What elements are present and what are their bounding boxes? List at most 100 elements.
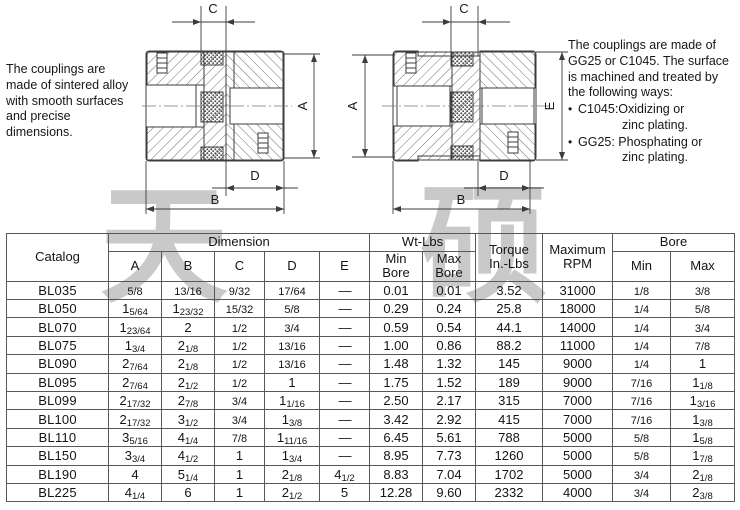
cell-dim-c: 15/32 bbox=[214, 298, 265, 319]
cell-dim-b: 6 bbox=[161, 482, 215, 503]
cell-dim-d: 111/16 bbox=[264, 427, 320, 448]
list-item-c1045: C1045:Oxidizing or zinc plating. bbox=[568, 102, 738, 134]
cell-torque: 3.52 bbox=[475, 280, 544, 300]
cell-max-rpm: 9000 bbox=[542, 372, 614, 392]
cell-bore-min: 1/4 bbox=[612, 317, 672, 337]
cell-dim-e: — bbox=[319, 317, 370, 337]
cell-dim-c: 3/4 bbox=[214, 390, 265, 411]
cell-max-rpm: 11000 bbox=[542, 335, 614, 356]
header-dimension: Dimension bbox=[108, 233, 370, 252]
cell-bore-max: 7/8 bbox=[670, 335, 736, 356]
cell-max-rpm: 5000 bbox=[542, 446, 614, 466]
bullet-c1045-tail: zinc plating. bbox=[622, 117, 689, 132]
cell-dim-d: 3/4 bbox=[264, 317, 320, 337]
cell-dim-a: 13/4 bbox=[108, 335, 162, 356]
header-bore-min: Min bbox=[612, 251, 672, 282]
list-item-gg25: GG25: Phosphating or zinc plating. bbox=[568, 135, 738, 167]
header-bore: Bore bbox=[612, 233, 736, 252]
cell-torque: 145 bbox=[475, 354, 544, 374]
cell-dim-b: 21/8 bbox=[161, 335, 215, 356]
header-dim-b: B bbox=[161, 251, 215, 282]
cell-min-bore: 0.01 bbox=[369, 280, 423, 300]
cell-min-bore: 6.45 bbox=[369, 427, 423, 448]
cell-bore-max: 23/8 bbox=[670, 482, 736, 503]
cell-max-rpm: 7000 bbox=[542, 390, 614, 411]
cell-bore-min: 3/4 bbox=[612, 464, 672, 484]
cell-dim-a: 15/64 bbox=[108, 298, 162, 319]
cell-catalog: BL190 bbox=[6, 464, 109, 484]
cell-dim-c: 1/2 bbox=[214, 372, 265, 392]
cell-max-rpm: 5000 bbox=[542, 464, 614, 484]
cell-dim-a: 4 bbox=[108, 464, 162, 484]
cell-catalog: BL035 bbox=[6, 280, 109, 300]
cell-dim-b: 13/16 bbox=[161, 280, 215, 300]
cell-max-bore: 0.54 bbox=[421, 317, 477, 337]
cell-dim-b: 21/8 bbox=[161, 354, 215, 374]
cell-dim-d: 13/4 bbox=[264, 446, 320, 466]
cell-dim-a: 217/32 bbox=[108, 390, 162, 411]
cell-torque: 2332 bbox=[475, 482, 544, 503]
cell-dim-b: 41/4 bbox=[161, 427, 215, 448]
cell-dim-c: 1 bbox=[214, 464, 265, 484]
cell-max-rpm: 14000 bbox=[542, 317, 614, 337]
cell-catalog: BL150 bbox=[6, 446, 109, 466]
cell-catalog: BL050 bbox=[6, 298, 109, 319]
cell-bore-max: 13/16 bbox=[670, 390, 736, 411]
cell-bore-max: 15/8 bbox=[670, 427, 736, 448]
cell-bore-min: 7/16 bbox=[612, 409, 672, 429]
cell-dim-b: 31/2 bbox=[161, 409, 215, 429]
cell-bore-min: 7/16 bbox=[612, 390, 672, 411]
header-dim-c: C bbox=[214, 251, 265, 282]
cell-dim-b: 123/32 bbox=[161, 298, 215, 319]
cell-min-bore: 8.83 bbox=[369, 464, 423, 484]
cell-bore-min: 3/4 bbox=[612, 482, 672, 503]
cell-bore-max: 21/8 bbox=[670, 464, 736, 484]
cell-max-rpm: 5000 bbox=[542, 427, 614, 448]
cell-dim-a: 33/4 bbox=[108, 446, 162, 466]
dim-label-b: B bbox=[457, 192, 466, 207]
cell-dim-b: 27/8 bbox=[161, 390, 215, 411]
cell-bore-max: 3/8 bbox=[670, 280, 736, 300]
cell-min-bore: 1.00 bbox=[369, 335, 423, 356]
cell-dim-e: — bbox=[319, 354, 370, 374]
cell-min-bore: 3.42 bbox=[369, 409, 423, 429]
cell-min-bore: 2.50 bbox=[369, 390, 423, 411]
cell-bore-max: 1 bbox=[670, 354, 736, 374]
coupling-cross-section-right: C A E bbox=[340, 0, 572, 216]
cell-catalog: BL095 bbox=[6, 372, 109, 392]
dim-label-c: C bbox=[459, 1, 468, 16]
cell-dim-c: 1/2 bbox=[214, 335, 265, 356]
cell-min-bore: 1.75 bbox=[369, 372, 423, 392]
cell-catalog: BL110 bbox=[6, 427, 109, 448]
dim-label-d: D bbox=[250, 168, 259, 183]
header-dim-e: E bbox=[319, 251, 370, 282]
cell-dim-d: 13/16 bbox=[264, 354, 320, 374]
cell-max-bore: 2.92 bbox=[421, 409, 477, 429]
cell-dim-e: — bbox=[319, 372, 370, 392]
cell-torque: 189 bbox=[475, 372, 544, 392]
dim-label-e: E bbox=[542, 101, 557, 110]
cell-bore-max: 13/8 bbox=[670, 409, 736, 429]
bullet-gg25-head: GG25: Phosphating or bbox=[578, 134, 703, 149]
cell-dim-e: — bbox=[319, 446, 370, 466]
cell-max-rpm: 4000 bbox=[542, 482, 614, 503]
cell-max-rpm: 7000 bbox=[542, 409, 614, 429]
cell-torque: 1260 bbox=[475, 446, 544, 466]
cell-catalog: BL225 bbox=[6, 482, 109, 503]
cell-dim-b: 41/2 bbox=[161, 446, 215, 466]
dim-label-a: A bbox=[345, 101, 360, 110]
header-dim-d: D bbox=[264, 251, 320, 282]
cell-max-bore: 1.52 bbox=[421, 372, 477, 392]
cell-max-bore: 9.60 bbox=[421, 482, 477, 503]
cell-dim-a: 5/8 bbox=[108, 280, 162, 300]
dim-label-b: B bbox=[211, 192, 220, 207]
